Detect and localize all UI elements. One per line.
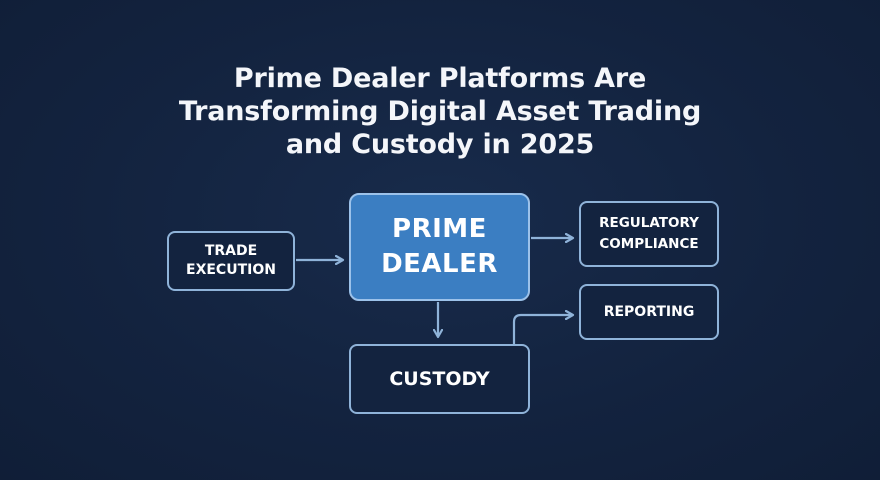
title-line-3: and Custody in 2025 [285,129,595,160]
prime-dealer-label-line-2: DEALER [381,249,498,279]
regulatory-compliance-label-line-1: REGULATORY [599,215,699,231]
title-line-1: Prime Dealer Platforms Are [233,63,647,94]
page-title: Prime Dealer Platforms Are Transforming … [140,62,740,161]
regulatory-compliance-node: REGULATORY COMPLIANCE [579,201,719,267]
custody-label: CUSTODY [389,368,490,390]
prime-dealer-node: PRIME DEALER [349,193,530,301]
reporting-label: REPORTING [603,304,695,320]
trade-execution-label-line-1: TRADE [204,243,258,259]
arrow-custody-to-reporting [512,315,572,344]
regulatory-compliance-label-line-2: COMPLIANCE [599,236,699,252]
reporting-node: REPORTING [579,284,719,340]
title-line-2: Transforming Digital Asset Trading [178,96,702,127]
prime-dealer-label-line-1: PRIME [392,214,487,244]
custody-node: CUSTODY [349,344,530,414]
trade-execution-node: TRADE EXECUTION [167,231,295,291]
trade-execution-label-line-2: EXECUTION [186,262,276,278]
